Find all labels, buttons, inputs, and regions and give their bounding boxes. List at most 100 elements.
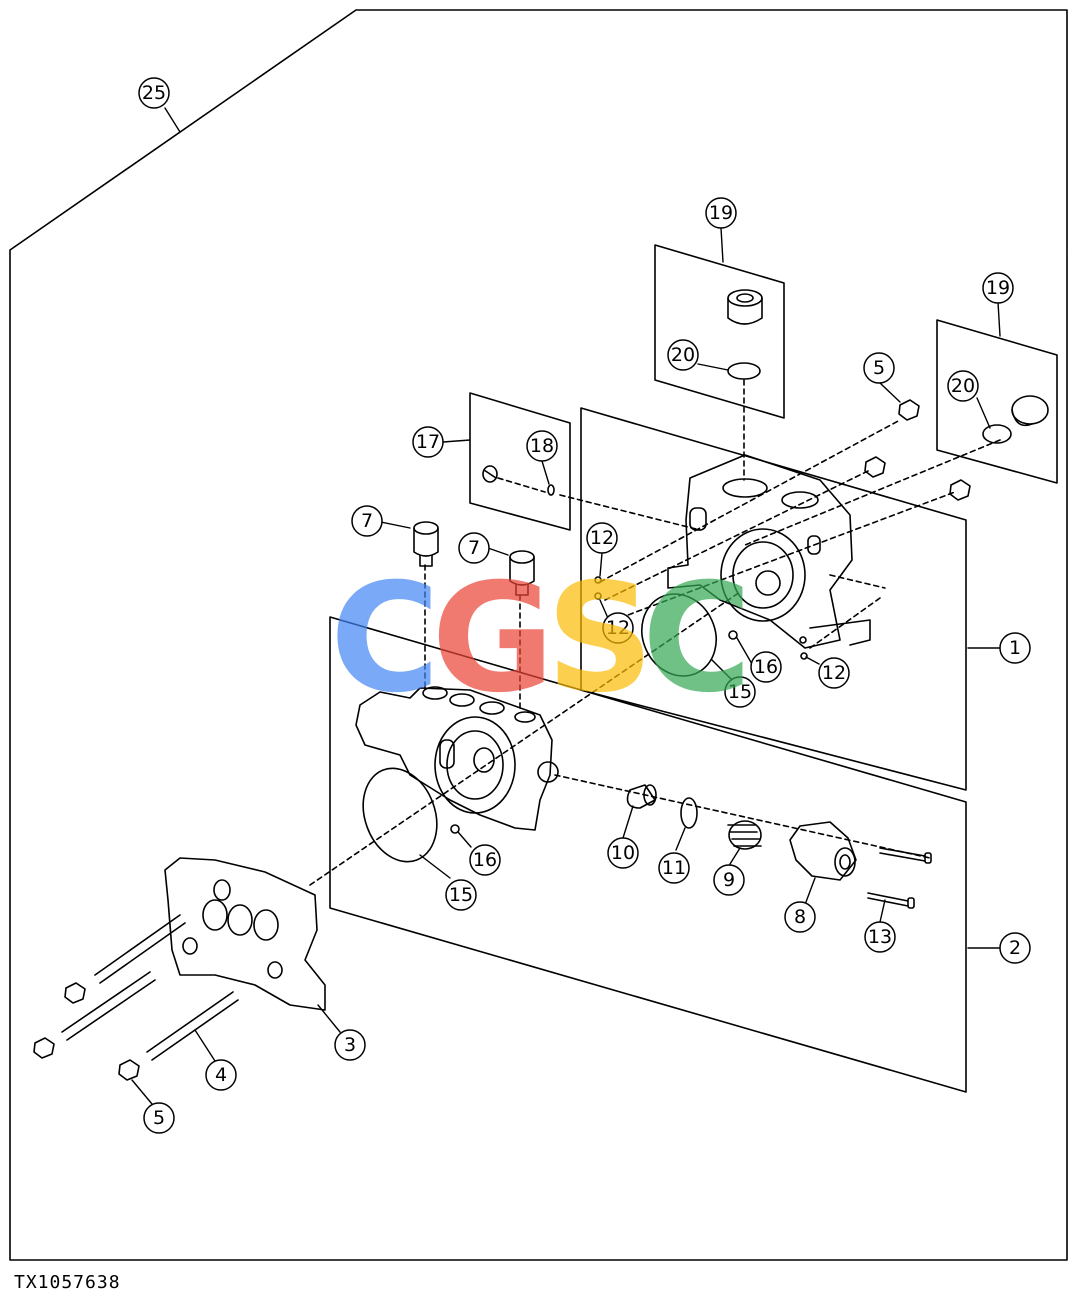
callout-25 <box>138 77 170 109</box>
callout-15 <box>445 879 477 911</box>
valve-section-1 <box>667 454 871 649</box>
callout-20 <box>947 370 979 402</box>
watermark-letter: G <box>431 552 554 726</box>
detail-panel-17 <box>469 392 571 531</box>
callout-label-11: 11 <box>662 857 686 879</box>
fitting-17 <box>482 465 498 483</box>
callout-11 <box>658 852 690 884</box>
callout-7 <box>351 505 383 537</box>
callout-label-4: 4 <box>215 1064 227 1086</box>
callout-label-5: 5 <box>873 357 885 379</box>
section-panel-2 <box>329 616 967 1093</box>
callout-circles <box>138 77 1031 1134</box>
callout-2 <box>999 932 1031 964</box>
callout-8 <box>784 901 816 933</box>
bolt-13 <box>879 847 932 864</box>
o-ring-20-center <box>727 362 761 380</box>
callout-19 <box>705 197 737 229</box>
callout-label-2: 2 <box>1009 937 1021 959</box>
callout-1 <box>999 632 1031 664</box>
callout-19 <box>982 272 1014 304</box>
callout-label-18: 18 <box>530 435 554 457</box>
callout-7 <box>458 532 490 564</box>
nut-5 <box>118 1059 140 1081</box>
relief-valve-7 <box>413 521 439 567</box>
o-ring-16 <box>450 824 460 834</box>
detail-panel-19-center <box>654 244 785 419</box>
callout-label-15: 15 <box>728 681 752 703</box>
assembly-frame <box>9 9 1068 1261</box>
callout-16 <box>750 651 782 683</box>
callout-label-13: 13 <box>868 926 892 948</box>
tie-rod-4 <box>146 991 239 1061</box>
callout-label-16: 16 <box>754 656 778 678</box>
callout-label-9: 9 <box>723 869 735 891</box>
o-ring-12 <box>800 652 808 660</box>
assembly-lines <box>309 379 1001 886</box>
watermark-letter: C <box>642 552 752 726</box>
tie-rod-4 <box>94 914 186 984</box>
o-ring-15 <box>641 593 717 677</box>
callout-label-8: 8 <box>794 906 806 928</box>
bolt-13 <box>867 892 915 909</box>
callout-label-7: 7 <box>361 510 373 532</box>
callout-5 <box>863 352 895 384</box>
relief-valve-7 <box>509 550 535 596</box>
callout-9 <box>713 864 745 896</box>
callout-label-15: 15 <box>449 884 473 906</box>
callout-label-16: 16 <box>473 849 497 871</box>
o-ring-11 <box>680 797 698 829</box>
nut-5 <box>864 456 886 478</box>
callout-12 <box>818 657 850 689</box>
callout-13 <box>864 921 896 953</box>
plug-19-right <box>1011 395 1049 427</box>
detail-panel-19-right <box>936 319 1058 484</box>
callout-label-12: 12 <box>822 662 846 684</box>
o-ring-15 <box>362 767 438 863</box>
callout-15 <box>724 676 756 708</box>
valve-section-2 <box>355 686 559 831</box>
callout-label-1: 1 <box>1009 637 1021 659</box>
callout-label-5: 5 <box>153 1107 165 1129</box>
nut-5 <box>64 982 86 1004</box>
end-cover-3 <box>164 857 326 1011</box>
watermark: C G S C <box>330 552 752 726</box>
callout-label-12: 12 <box>590 527 614 549</box>
callout-4 <box>205 1059 237 1091</box>
callout-5 <box>143 1102 175 1134</box>
callout-16 <box>469 844 501 876</box>
figure-id: TX1057638 <box>14 1272 121 1293</box>
callout-label-19: 19 <box>986 277 1010 299</box>
o-ring-16 <box>728 630 738 640</box>
callout-20 <box>667 339 699 371</box>
plug-19-center <box>727 289 763 325</box>
tie-rod-4 <box>61 971 156 1041</box>
callout-label-19: 19 <box>709 202 733 224</box>
o-ring-12 <box>594 576 602 584</box>
callout-17 <box>412 426 444 458</box>
nut-5 <box>33 1037 55 1059</box>
callout-10 <box>607 837 639 869</box>
callout-12 <box>602 612 634 644</box>
watermark-letter: S <box>546 552 654 726</box>
o-ring-12 <box>799 636 807 644</box>
o-ring-20-right <box>982 424 1012 444</box>
callout-label-20: 20 <box>951 375 975 397</box>
callout-label-20: 20 <box>671 344 695 366</box>
callout-label-17: 17 <box>416 431 440 453</box>
leader-lines <box>131 107 1001 1105</box>
spring-9 <box>727 820 762 850</box>
nut-5 <box>898 399 920 421</box>
callout-label-10: 10 <box>611 842 635 864</box>
callout-label-25: 25 <box>142 82 166 104</box>
callout-18 <box>526 430 558 462</box>
o-ring-18 <box>547 484 555 496</box>
callout-label-7: 7 <box>468 537 480 559</box>
section-panel-1 <box>580 407 967 791</box>
sleeve-10 <box>626 784 657 809</box>
callout-label-12: 12 <box>606 617 630 639</box>
callout-3 <box>334 1029 366 1061</box>
callout-labels: 25 19 19 20 20 5 17 18 7 7 12 12 12 16 1… <box>142 82 1021 1129</box>
cover-8 <box>789 821 857 881</box>
